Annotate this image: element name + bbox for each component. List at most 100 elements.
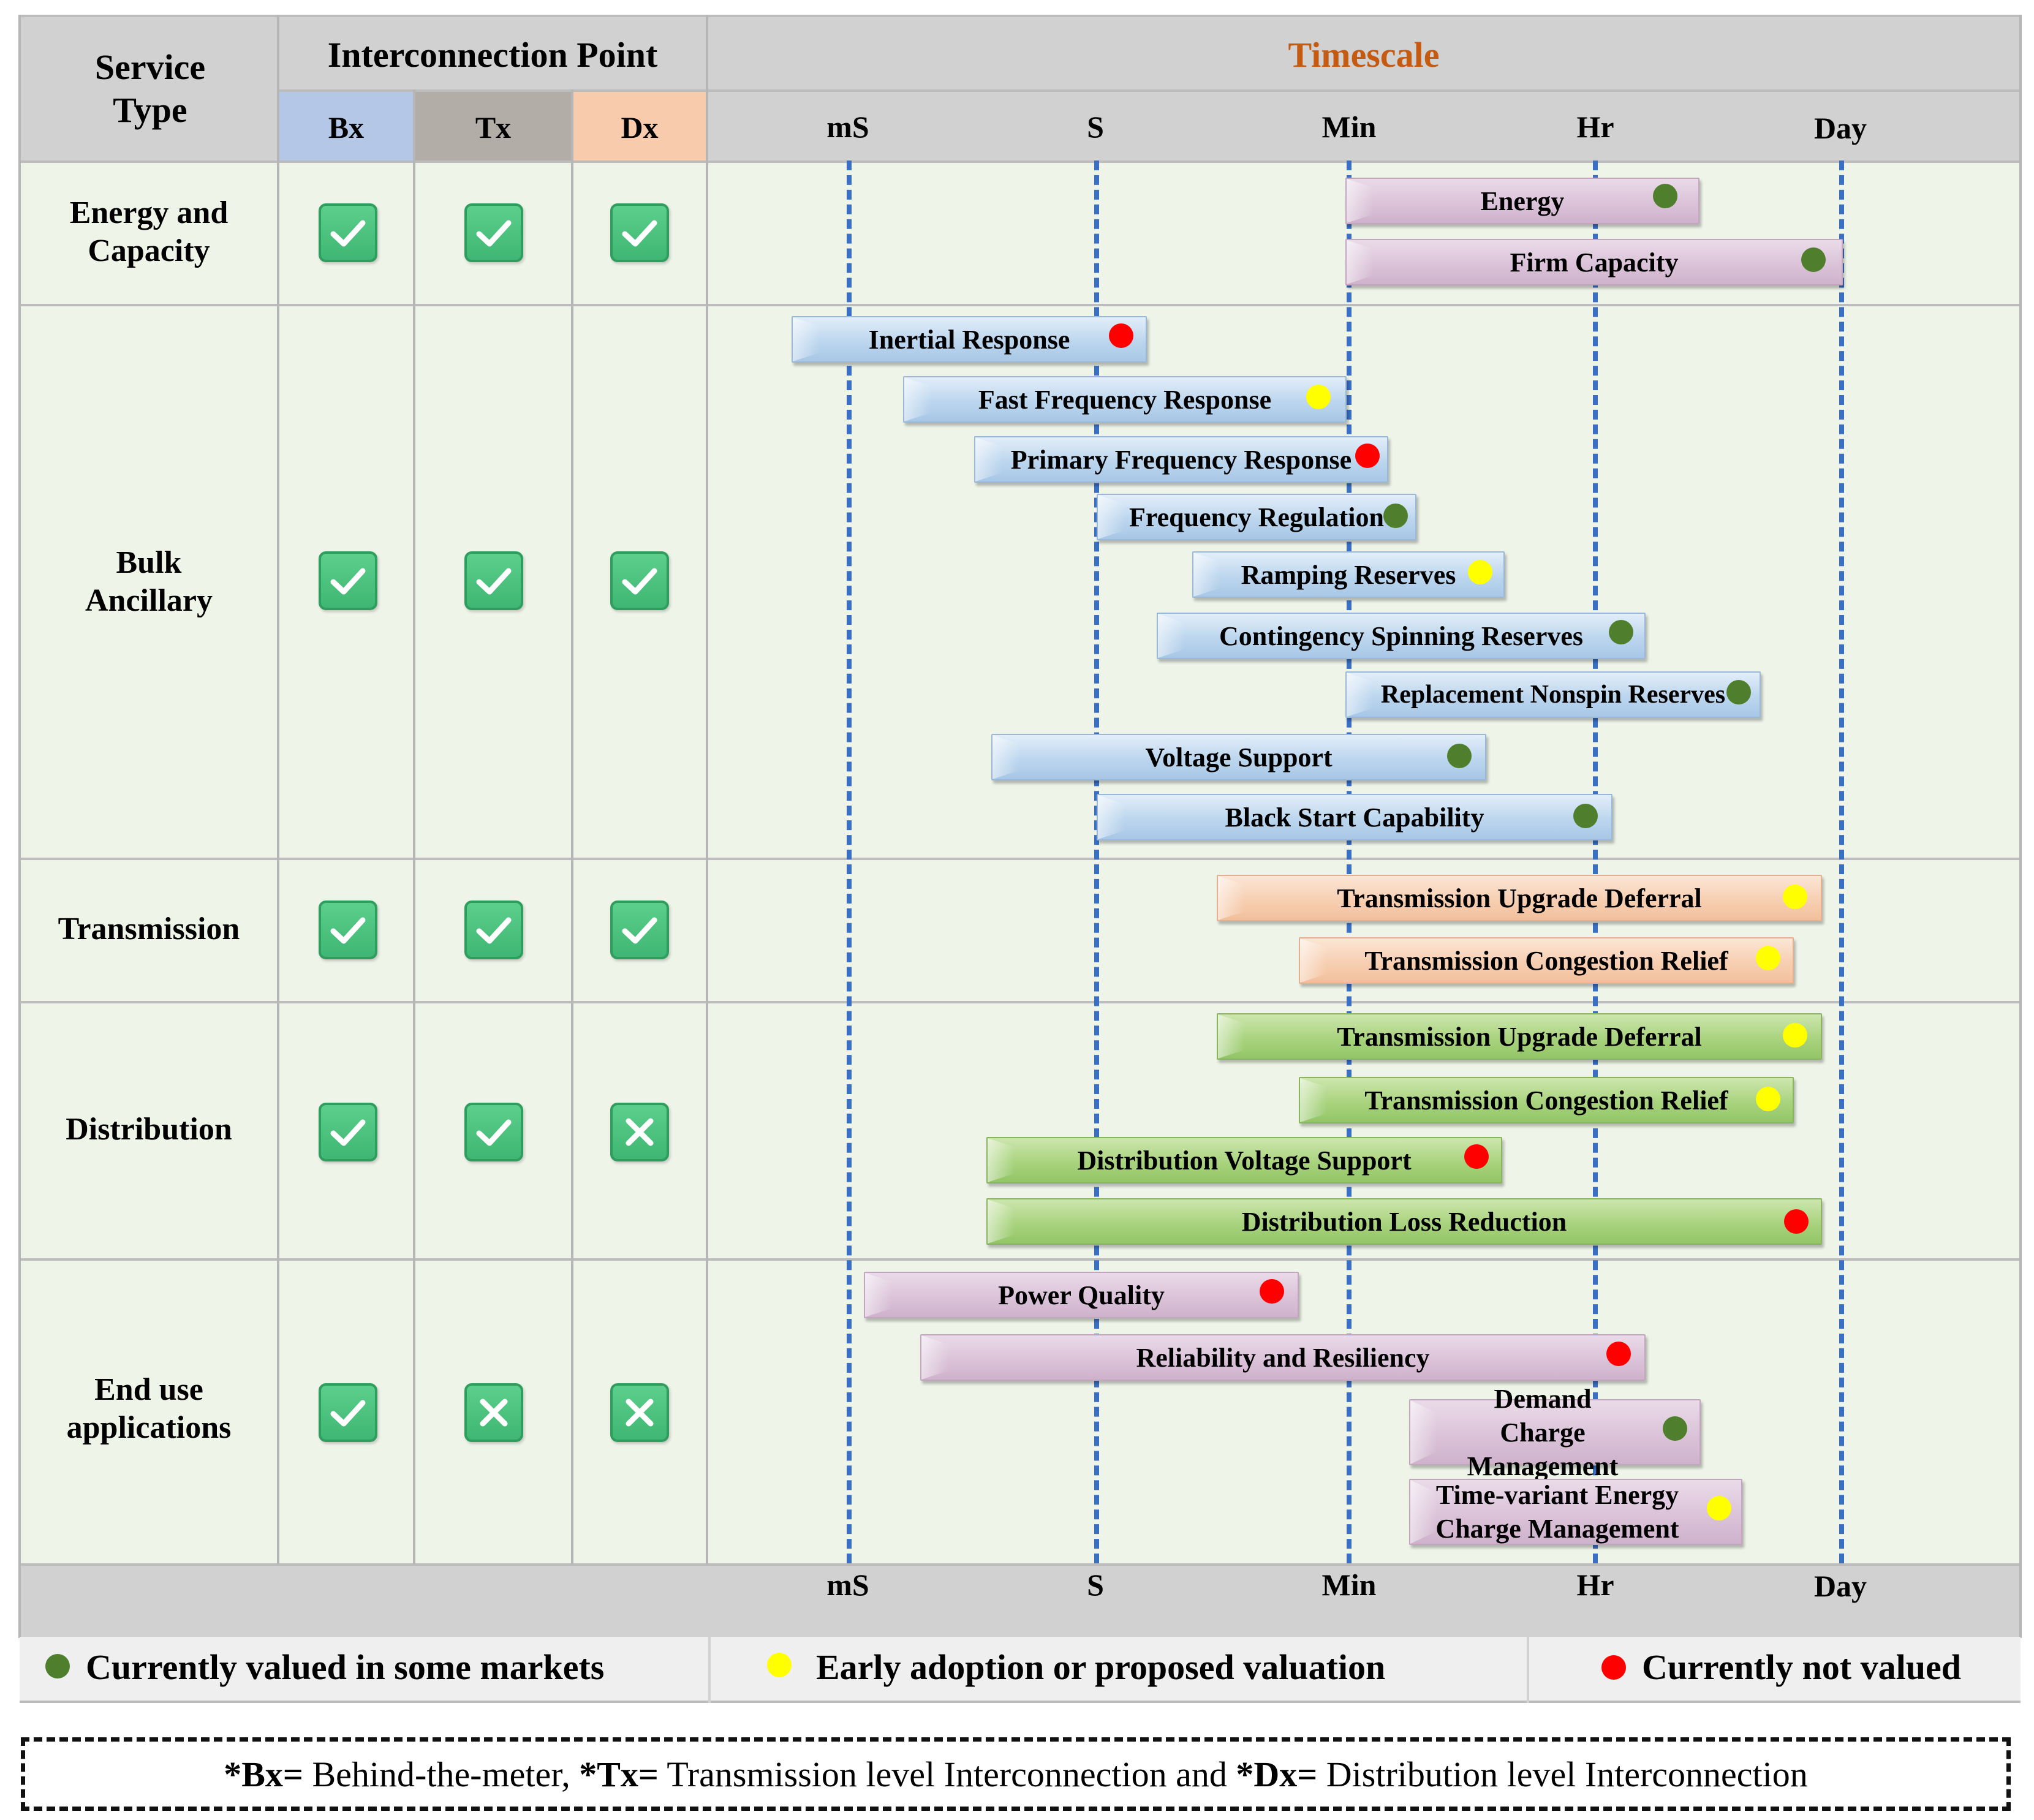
check-icon [610,901,669,959]
service-bar-black-start-capability: Black Start Capability [1097,794,1612,840]
cross-icon [610,1103,669,1161]
row-label-distribution: Distribution [66,1111,232,1147]
check-icon [464,901,523,959]
status-dot-early [1468,560,1492,584]
status-dot-valued [1653,184,1677,208]
check-icon [319,203,377,262]
legend-divider [1527,1637,1529,1703]
grid-col-2 [413,89,415,1565]
service-bar-transmission-upgrade-deferral: Transmission Upgrade Deferral [1217,875,1822,921]
status-dot-not-valued [1109,323,1133,348]
service-bar-power-quality: Power Quality [864,1272,1299,1318]
service-label: Transmission Congestion Relief [1364,1085,1728,1116]
check-icon [319,1103,377,1161]
status-dot-valued [1726,680,1751,704]
service-bar-demand-charge-management: Demand Charge Management [1409,1384,1701,1481]
check-icon [610,551,669,610]
service-label: Transmission Upgrade Deferral [1337,1021,1702,1052]
status-dot-valued [1609,620,1633,644]
service-bar-energy: Energy [1345,178,1699,224]
check-icon [319,1383,377,1442]
tick-top-ms: mS [826,110,869,144]
check-icon [464,1103,523,1161]
service-bar-reliability-resiliency: Reliability and Resiliency [920,1334,1646,1381]
dx-header: Dx [621,110,659,145]
legend-early-dot [767,1653,792,1677]
cross-icon [610,1383,669,1442]
footnote-tx-text: Transmission level Interconnection and [658,1754,1236,1794]
service-bar-frequency-regulation: Frequency Regulation [1097,494,1416,540]
service-bar-primary-frequency-response: Primary Frequency Response [974,436,1388,483]
timescale-header: Timescale [1288,35,1440,75]
footnote-dx-text: Distribution level Interconnection [1317,1754,1808,1794]
service-bar-dist-transmission-congestion-relief: Transmission Congestion Relief [1299,1077,1794,1123]
status-dot-not-valued [1784,1209,1809,1234]
grid-row-4 [20,1001,2021,1003]
service-bar-contingency-spinning-reserves: Contingency Spinning Reserves [1157,613,1646,659]
grid-row-1 [20,160,2021,163]
tick-top-min: Min [1321,110,1377,144]
dx-header-cell [572,91,707,160]
grid-col-3 [571,89,573,1565]
status-dot-not-valued [1355,444,1380,468]
grid-row-2 [20,304,2021,306]
check-icon [464,551,523,610]
status-dot-early [1783,1023,1807,1048]
footnote-bx-text: Behind-the-meter, [303,1754,580,1794]
tick-bottom-min: Min [1321,1568,1377,1602]
service-label: Reliability and Resiliency [1136,1342,1430,1373]
status-dot-valued [1801,247,1826,272]
check-icon [464,203,523,262]
status-dot-not-valued [1260,1279,1284,1304]
service-label: Distribution Voltage Support [1077,1145,1412,1176]
dashed-line-ms [847,160,852,1563]
dashed-line-day [1839,160,1844,1563]
bx-header: Bx [328,110,365,145]
grid-row-5 [20,1258,2021,1261]
tick-top-hr: Hr [1576,110,1614,144]
service-bar-fast-frequency-response: Fast Frequency Response [903,376,1347,423]
tick-bottom-hr: Hr [1576,1568,1614,1602]
row-label-bulk-ancillary: Bulk Ancillary [85,545,213,618]
status-dot-not-valued [1464,1144,1489,1169]
bx-header-cell [278,91,414,160]
status-dot-early [1756,1087,1780,1111]
grid-top [20,15,2021,17]
status-dot-early [1783,885,1807,909]
service-type-header: Service Type [94,47,206,130]
service-bar-voltage-support: Voltage Support [991,734,1486,780]
service-label: Time-variant Energy Charge Management [1435,1480,1679,1544]
tx-header-cell [414,91,572,160]
grid-right [2019,15,2022,1638]
service-bar-inertial-response: Inertial Response [792,316,1147,363]
legend-bar [20,1637,2021,1703]
footnote-bx-key: *Bx= [224,1754,303,1794]
legend-not-valued-dot [1601,1655,1626,1680]
status-dot-valued [1663,1416,1687,1441]
dashed-line-min [1347,160,1352,1563]
tx-header: Tx [475,110,512,145]
grid-row-6 [20,1563,2021,1566]
grid-row-3 [20,858,2021,860]
status-dot-early [1756,946,1780,970]
service-bar-ramping-reserves: Ramping Reserves [1192,551,1505,598]
bottom-axis-band [20,1565,2021,1637]
service-label: Replacement Nonspin Reserves [1380,680,1726,709]
service-bar-time-variant-energy: Time-variant Energy Charge Management [1409,1479,1742,1545]
service-label: Energy [1480,186,1565,216]
service-bar-distribution-loss-reduction: Distribution Loss Reduction [986,1198,1822,1245]
grid-col-4 [706,15,708,1565]
check-icon [319,901,377,959]
legend-valued-dot [45,1654,70,1678]
status-dot-not-valued [1606,1342,1631,1366]
service-bar-transmission-congestion-relief: Transmission Congestion Relief [1299,937,1794,984]
service-bar-dist-transmission-upgrade-deferral: Transmission Upgrade Deferral [1217,1013,1822,1060]
status-dot-valued [1447,744,1472,768]
legend-divider [708,1637,711,1703]
cross-icon [464,1383,523,1442]
service-label: Black Start Capability [1225,802,1484,833]
grid-subheader-line [278,89,2021,92]
service-bar-replacement-nonspin-reserves: Replacement Nonspin Reserves [1345,671,1761,718]
service-label: Power Quality [998,1280,1165,1310]
